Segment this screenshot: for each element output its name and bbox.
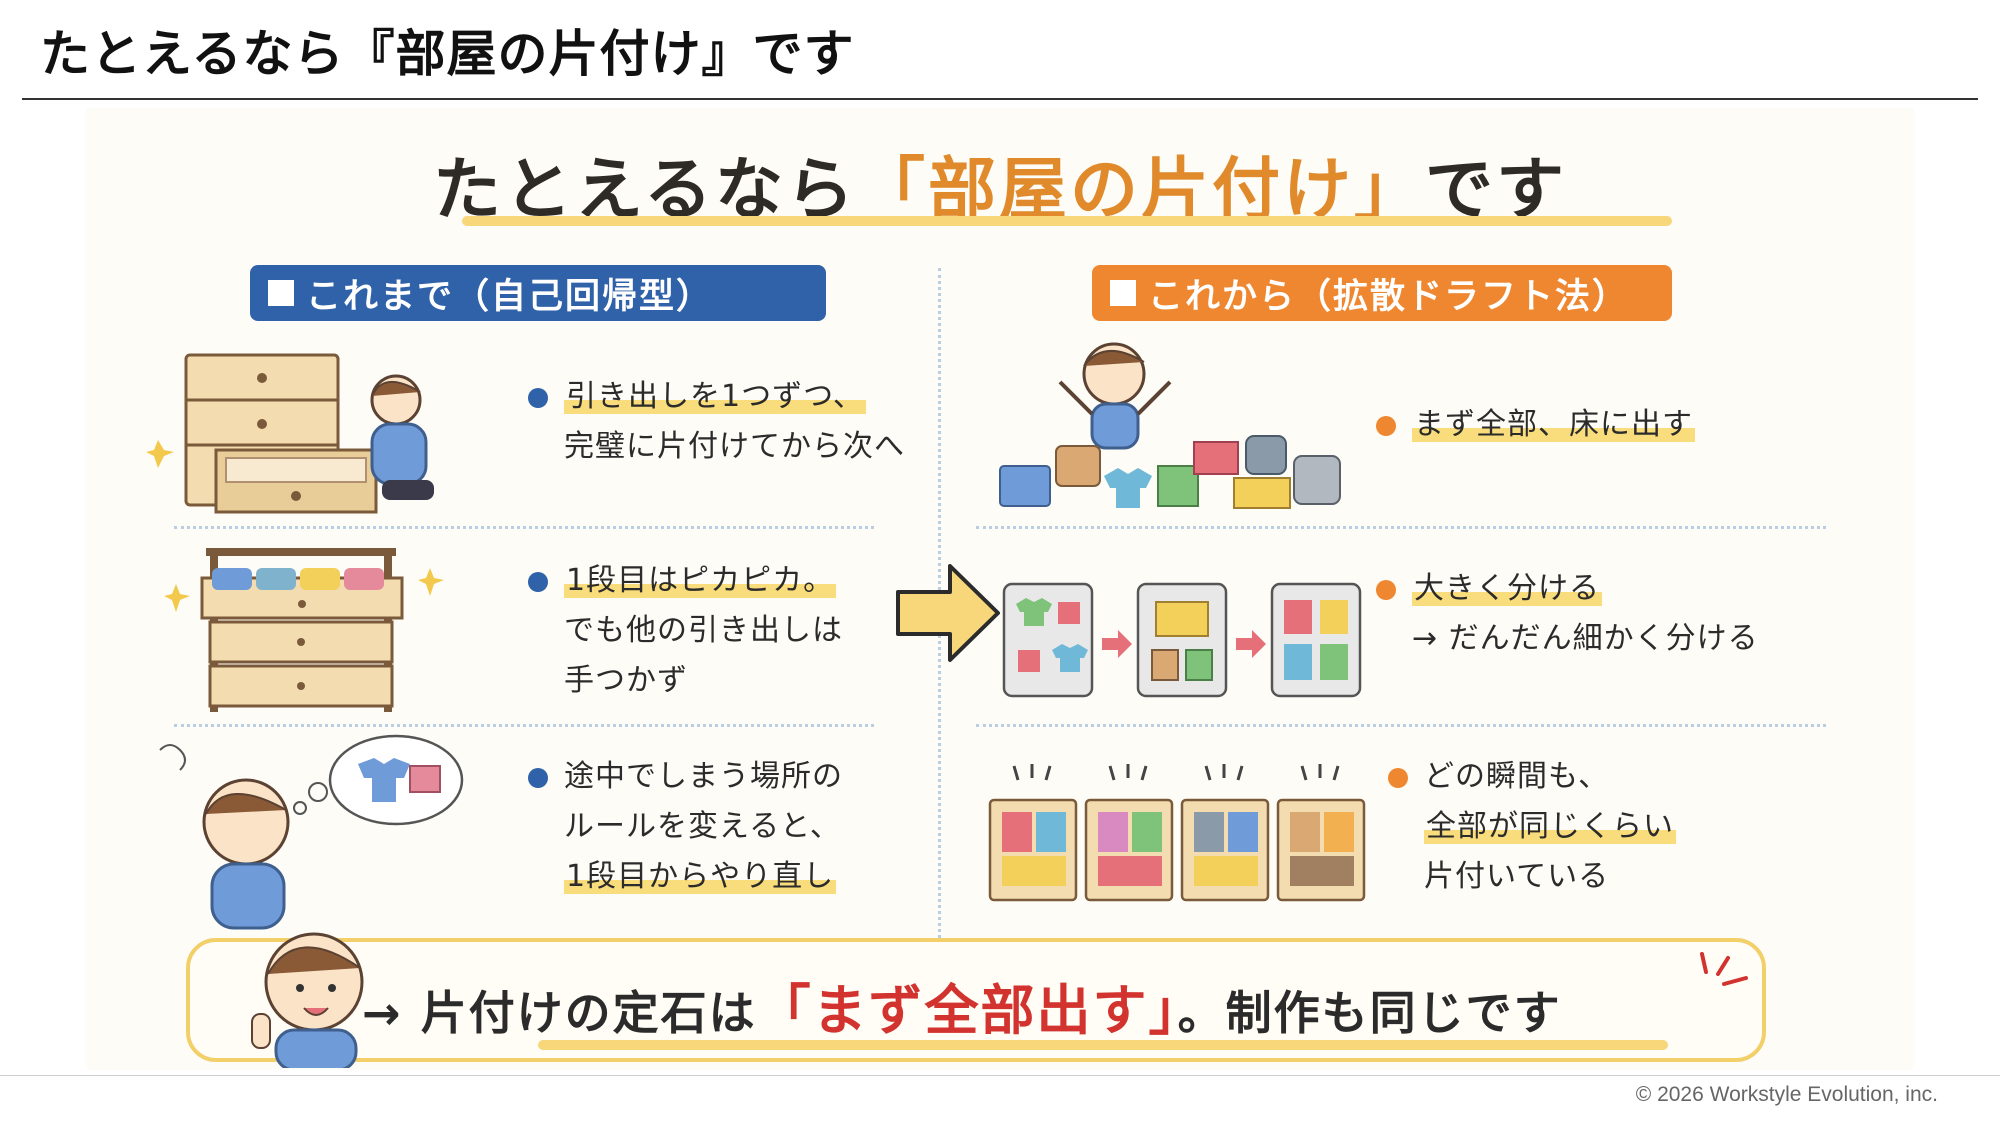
- right-column-header: これから（拡散ドラフト法）: [1092, 265, 1672, 321]
- item-line: 片付いている: [1424, 859, 1610, 894]
- bottom-after: 。制作も同じです: [1177, 986, 1562, 1040]
- item-line: でも他の引き出しは: [564, 613, 843, 648]
- slide-title: たとえるなら『部屋の片付け』です: [40, 25, 855, 83]
- item-line: ルールを変えると、: [564, 809, 841, 844]
- bullet-icon: [528, 572, 548, 592]
- sorted-boxes-illustration: [988, 764, 1366, 902]
- items-on-floor-illustration: [999, 342, 1341, 509]
- item-text: 1段目はピカピカ。: [564, 563, 837, 598]
- confused-person-illustration: [159, 734, 464, 930]
- organized-drawer-illustration: [164, 548, 444, 712]
- item-line: 1段目はピカピカ。: [528, 556, 843, 606]
- bullet-icon: [528, 768, 548, 788]
- bullet-icon: [528, 388, 548, 408]
- item-text: 途中でしまう場所の: [564, 759, 843, 794]
- right-header-label: これから（拡散ドラフト法）: [1148, 276, 1630, 317]
- left-row-divider: [174, 724, 874, 727]
- right-row-divider: [976, 526, 1826, 529]
- item-text: 大きく分ける: [1412, 571, 1602, 606]
- copyright: © 2026 Workstyle Evolution, inc.: [1635, 1083, 1938, 1106]
- item-line: 完璧に片付けてから次へ: [564, 429, 905, 464]
- right-item-1: まず全部、床に出す: [1376, 400, 1695, 450]
- item-line: どの瞬間も、: [1388, 752, 1676, 802]
- item-line: 全部が同じくらい: [1424, 802, 1676, 852]
- item-text: まず全部、床に出す: [1412, 407, 1695, 442]
- item-line: 途中でしまう場所の: [528, 752, 843, 802]
- bottom-highlight: 「まず全部出す」: [756, 979, 1178, 1042]
- bullet-icon: [1376, 580, 1396, 600]
- bottom-message: → 片付けの定石は「まず全部出す」。制作も同じです: [362, 966, 1562, 1045]
- right-item-3: どの瞬間も、 全部が同じくらい 片付いている: [1388, 752, 1676, 902]
- item-line: 大きく分ける: [1376, 564, 1759, 614]
- pointing-person-illustration: [251, 932, 364, 1068]
- item-text: 引き出しを1つずつ、: [564, 379, 866, 414]
- item-line: 引き出しを1つずつ、: [528, 372, 905, 422]
- item-line: 1段目からやり直し: [564, 852, 843, 902]
- square-icon: [268, 280, 294, 306]
- square-icon: [1110, 280, 1136, 306]
- left-column-header: これまで（自己回帰型）: [250, 265, 826, 321]
- bottom-underline: [538, 1040, 1668, 1050]
- item-text: 1段目からやり直し: [564, 859, 837, 894]
- left-row-divider: [174, 526, 874, 529]
- item-line: → だんだん細かく分ける: [1412, 621, 1759, 656]
- illustration-panel: たとえるなら「部屋の片付け」です これまで（自己回帰型） これから（拡散ドラフト…: [86, 108, 1914, 1070]
- left-item-2: 1段目はピカピカ。 でも他の引き出しは 手つかず: [528, 556, 843, 706]
- item-line: まず全部、床に出す: [1376, 400, 1695, 450]
- left-item-1: 引き出しを1つずつ、 完璧に片付けてから次へ: [528, 372, 905, 472]
- bullet-icon: [1376, 416, 1396, 436]
- sorting-stages-illustration: [1002, 582, 1362, 698]
- emphasis-lines-icon: [1700, 952, 1748, 986]
- dresser-illustration: [146, 353, 434, 514]
- left-header-label: これまで（自己回帰型）: [306, 276, 714, 317]
- bullet-icon: [1388, 768, 1408, 788]
- title-underline: [462, 216, 1672, 226]
- title-divider: [22, 98, 1978, 100]
- left-item-3: 途中でしまう場所の ルールを変えると、 1段目からやり直し: [528, 752, 843, 902]
- right-item-2: 大きく分ける → だんだん細かく分ける: [1376, 564, 1759, 664]
- item-line: 手つかず: [564, 663, 688, 698]
- column-divider: [938, 268, 941, 1028]
- right-arrow-icon: [896, 564, 1000, 662]
- item-text: 全部が同じくらい: [1424, 809, 1676, 844]
- bottom-before: 片付けの定石は: [420, 986, 757, 1040]
- item-text: どの瞬間も、: [1424, 759, 1610, 794]
- bottom-arrow: →: [362, 986, 403, 1040]
- footer-divider: [0, 1075, 2000, 1076]
- right-row-divider: [976, 724, 1826, 727]
